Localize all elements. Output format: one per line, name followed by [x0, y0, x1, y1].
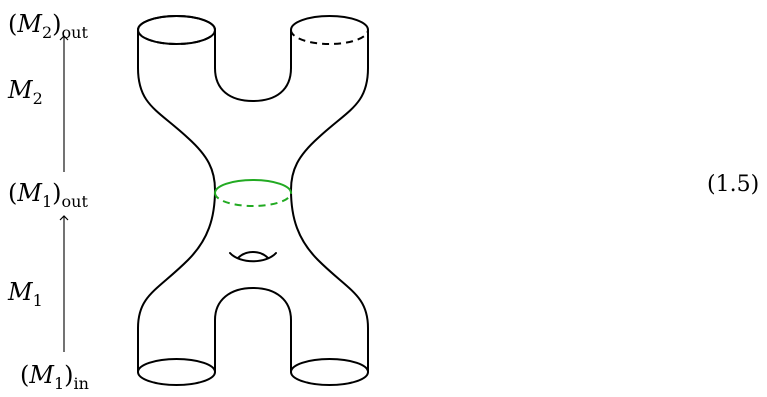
label-m1-in: (M1)in [20, 361, 89, 393]
bottom-crotch [215, 288, 291, 372]
top-right-rim-dashed [291, 30, 368, 44]
top-crotch [215, 68, 291, 101]
handle-frown [238, 252, 268, 258]
handle-smile [230, 253, 276, 261]
label-m2: M2 [7, 76, 43, 108]
equation-number: (1.5) [707, 172, 759, 197]
middle-slice [215, 180, 291, 206]
label-m1: M1 [7, 278, 43, 310]
bottom-left-rim [138, 359, 215, 385]
surface-outline [138, 16, 368, 385]
top-left-rim-dashed [138, 30, 215, 44]
middle-slice-dashed [215, 193, 291, 206]
upper-left-flank [138, 68, 215, 190]
lower-right-flank [291, 190, 368, 372]
lower-left-flank [138, 190, 215, 372]
top-rims [138, 16, 368, 44]
upper-right-flank [291, 68, 368, 190]
bottom-right-rim [291, 359, 368, 385]
label-m2-out: (M2)out [8, 10, 88, 42]
top-left-rim-solid [138, 16, 215, 30]
top-right-rim-solid [291, 16, 368, 30]
middle-slice-solid [215, 180, 291, 193]
label-m1-out: (M1)out [8, 179, 88, 211]
